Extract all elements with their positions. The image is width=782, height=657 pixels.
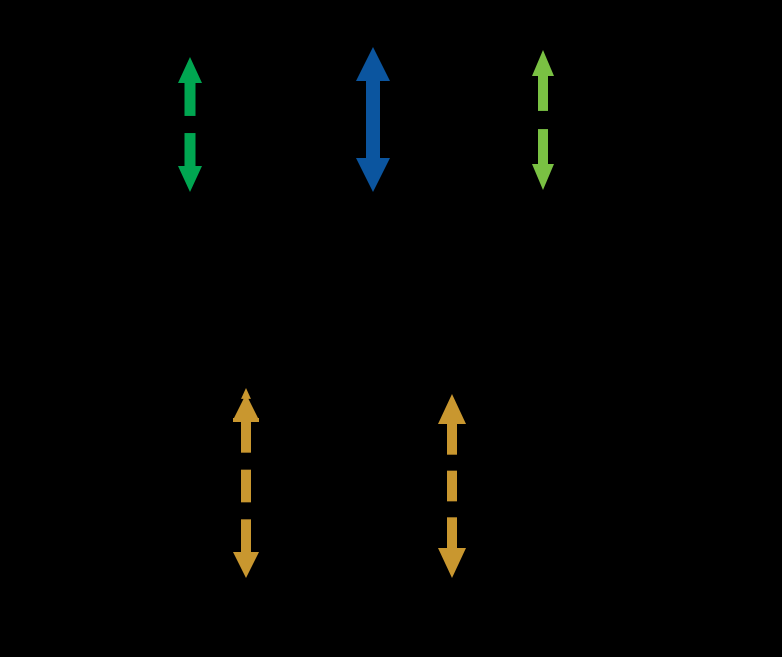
double-headed-vertical-arrow-icon xyxy=(438,394,466,578)
arrowhead-down-icon xyxy=(438,548,466,578)
double-headed-vertical-arrow-icon xyxy=(356,47,390,192)
arrowhead-up-icon xyxy=(178,57,202,83)
arrowhead-down-icon xyxy=(178,166,202,192)
arrow-shaft-dash xyxy=(241,469,251,503)
arrow-shaft-dash xyxy=(447,424,457,455)
arrow-shaft-dash xyxy=(241,519,251,552)
double-headed-vertical-arrow-icon xyxy=(532,50,554,190)
arrow-shaft-dash xyxy=(447,470,457,502)
arrowhead-up-icon xyxy=(356,47,390,81)
arrowhead-up-secondary-icon xyxy=(241,387,251,399)
arrowhead-down-icon xyxy=(532,164,554,190)
arrow-shaft-dash xyxy=(538,129,548,164)
double-headed-vertical-arrow-icon xyxy=(233,387,259,578)
arrow-shaft-dash xyxy=(184,133,196,166)
arrow-shaft-dash xyxy=(538,76,548,111)
arrow-shaft-solid xyxy=(366,81,380,158)
double-headed-vertical-arrow-icon xyxy=(178,57,202,192)
arrow-shaft-dash xyxy=(184,83,196,116)
arrowhead-down-icon xyxy=(356,158,390,192)
arrow-shaft-dash xyxy=(241,420,251,453)
arrowhead-up-icon xyxy=(233,394,259,420)
arrow-shaft-dash xyxy=(447,517,457,548)
arrowhead-down-icon xyxy=(233,552,259,578)
arrowhead-up-icon xyxy=(532,50,554,76)
arrowhead-up-icon xyxy=(438,394,466,424)
